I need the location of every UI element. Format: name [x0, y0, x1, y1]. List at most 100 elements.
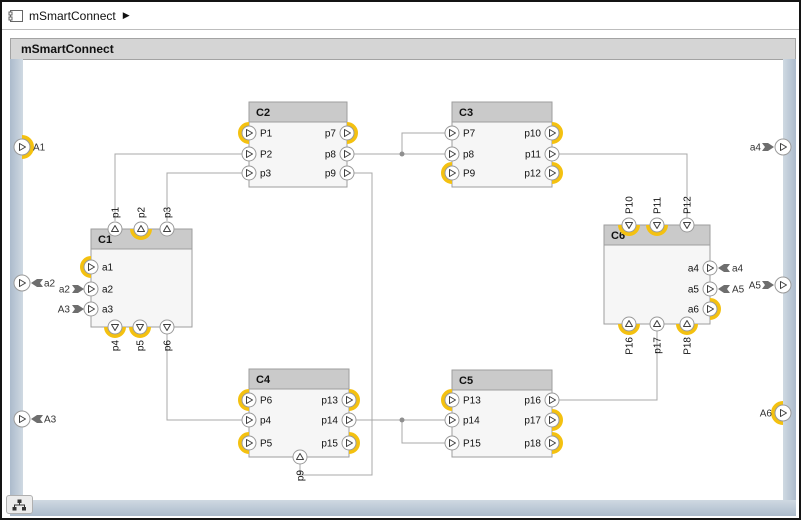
- port-p6[interactable]: p6: [159, 319, 175, 351]
- connection-wire[interactable]: [559, 153, 688, 218]
- port-P12[interactable]: P12: [679, 196, 695, 233]
- port-p12[interactable]: p12: [524, 162, 563, 184]
- port-circle[interactable]: [13, 274, 31, 292]
- port-circle[interactable]: [621, 217, 637, 233]
- port-circle[interactable]: [702, 281, 718, 297]
- port-p2[interactable]: p2: [130, 206, 152, 240]
- interface-connector-a4[interactable]: a4: [718, 264, 744, 275]
- port-P9[interactable]: P9: [441, 162, 476, 184]
- port-circle[interactable]: [241, 392, 257, 408]
- component-header[interactable]: [248, 368, 350, 390]
- port-p9[interactable]: p9: [325, 165, 355, 181]
- port-p17[interactable]: p17: [524, 409, 563, 431]
- connection-wire[interactable]: [299, 172, 373, 476]
- port-circle[interactable]: [444, 165, 460, 181]
- port-circle[interactable]: [444, 146, 460, 162]
- port-A6[interactable]: [771, 401, 792, 425]
- component-header[interactable]: [451, 101, 553, 123]
- port-circle[interactable]: [83, 281, 99, 297]
- port-P1[interactable]: P1: [238, 122, 273, 144]
- port-circle[interactable]: [292, 449, 308, 465]
- port-circle[interactable]: [444, 435, 460, 451]
- port-p8[interactable]: p8: [325, 146, 355, 162]
- port-p3[interactable]: p3: [241, 165, 272, 181]
- port-p15[interactable]: p15: [321, 432, 360, 454]
- port-circle[interactable]: [13, 410, 31, 428]
- port-circle[interactable]: [544, 165, 560, 181]
- port-circle[interactable]: [702, 260, 718, 276]
- port-p17[interactable]: p17: [649, 316, 665, 354]
- breadcrumb-caret-icon[interactable]: ▶: [122, 10, 130, 20]
- port-P6[interactable]: P6: [238, 389, 273, 411]
- interface-connector-a2[interactable]: a2: [59, 285, 84, 296]
- port-P11[interactable]: P11: [646, 197, 668, 236]
- port-circle[interactable]: [83, 259, 99, 275]
- port-P18[interactable]: P18: [676, 316, 698, 355]
- boundary-port-A1[interactable]: A1: [13, 135, 46, 159]
- port-p3[interactable]: p3: [159, 206, 175, 237]
- port-a4[interactable]: [774, 138, 792, 156]
- connection-wire[interactable]: [559, 331, 658, 401]
- port-circle[interactable]: [241, 165, 257, 181]
- interface-connector-A3[interactable]: A3: [58, 305, 84, 316]
- connection-wire[interactable]: [166, 172, 242, 221]
- boundary-port-A6[interactable]: A6: [760, 401, 792, 425]
- interface-connector-A5[interactable]: A5: [718, 285, 745, 296]
- boundary-port-a2[interactable]: a2: [13, 274, 56, 292]
- port-circle[interactable]: [241, 412, 257, 428]
- port-p1[interactable]: p1: [107, 206, 123, 237]
- port-p13[interactable]: p13: [321, 389, 360, 411]
- port-p18[interactable]: p18: [524, 432, 563, 454]
- port-circle[interactable]: [679, 217, 695, 233]
- port-circle[interactable]: [13, 138, 31, 156]
- port-p14[interactable]: p14: [321, 412, 357, 428]
- port-p5[interactable]: p5: [129, 319, 151, 351]
- port-circle[interactable]: [544, 146, 560, 162]
- port-circle[interactable]: [241, 146, 257, 162]
- port-circle[interactable]: [774, 276, 792, 294]
- port-circle[interactable]: [241, 435, 257, 451]
- port-circle[interactable]: [159, 221, 175, 237]
- port-A3[interactable]: [13, 410, 31, 428]
- port-circle[interactable]: [339, 165, 355, 181]
- port-circle[interactable]: [132, 319, 148, 335]
- port-P10[interactable]: P10: [618, 196, 640, 236]
- port-p9[interactable]: p9: [292, 449, 308, 481]
- port-p8[interactable]: p8: [444, 146, 475, 162]
- port-p7[interactable]: p7: [325, 122, 358, 144]
- connection-wire[interactable]: [401, 420, 445, 444]
- port-circle[interactable]: [544, 125, 560, 141]
- port-p4[interactable]: p4: [241, 412, 272, 428]
- port-P16[interactable]: P16: [618, 316, 640, 355]
- component-header[interactable]: [451, 369, 553, 391]
- port-P2[interactable]: P2: [241, 146, 273, 162]
- port-a5[interactable]: a5: [688, 281, 718, 297]
- port-p11[interactable]: p11: [525, 146, 560, 162]
- port-circle[interactable]: [133, 221, 149, 237]
- port-circle[interactable]: [241, 125, 257, 141]
- port-circle[interactable]: [444, 412, 460, 428]
- port-P15[interactable]: P15: [444, 435, 481, 451]
- connection-wire[interactable]: [401, 132, 445, 154]
- port-circle[interactable]: [544, 435, 560, 451]
- port-p10[interactable]: p10: [524, 122, 563, 144]
- component-header[interactable]: [248, 101, 348, 123]
- breadcrumb-item-model[interactable]: mSmartConnect: [29, 8, 116, 23]
- port-circle[interactable]: [159, 319, 175, 335]
- port-circle[interactable]: [341, 412, 357, 428]
- port-circle[interactable]: [341, 435, 357, 451]
- port-a4[interactable]: a4: [688, 260, 718, 276]
- port-circle[interactable]: [444, 392, 460, 408]
- port-a3[interactable]: a3: [83, 301, 114, 317]
- port-P13[interactable]: P13: [441, 389, 482, 411]
- port-circle[interactable]: [649, 316, 665, 332]
- port-circle[interactable]: [544, 392, 560, 408]
- port-p4[interactable]: p4: [104, 319, 126, 351]
- port-circle[interactable]: [339, 146, 355, 162]
- port-p14[interactable]: p14: [444, 412, 480, 428]
